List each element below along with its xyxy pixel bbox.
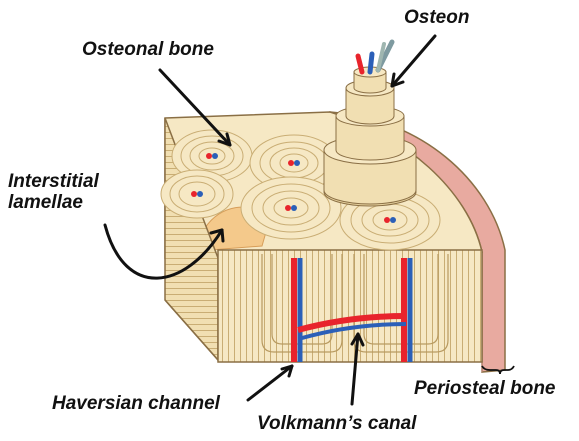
protruding-osteon xyxy=(324,42,416,206)
volkmanns-canal-label: Volkmann’s canal xyxy=(257,414,416,435)
interstitial-label-line1: Interstitial xyxy=(8,172,128,193)
interstitial-lamellae-label: Interstitial lamellae xyxy=(8,172,128,214)
osteon-label: Osteon xyxy=(404,8,469,29)
interstitial-label-line2: lamellae xyxy=(8,193,128,214)
periosteal-bone-label: Periosteal bone xyxy=(414,379,556,400)
osteon-ring-3 xyxy=(161,170,233,218)
haversian-channel-label: Haversian channel xyxy=(52,394,220,415)
osteon-arrow xyxy=(392,36,435,86)
haversian-channel-left xyxy=(294,258,300,362)
haversian-channel-right xyxy=(404,258,410,362)
osteonal-bone-label: Osteonal bone xyxy=(82,40,214,61)
longitudinal-face-front xyxy=(218,250,482,362)
haversian-channel-arrow xyxy=(248,366,292,400)
